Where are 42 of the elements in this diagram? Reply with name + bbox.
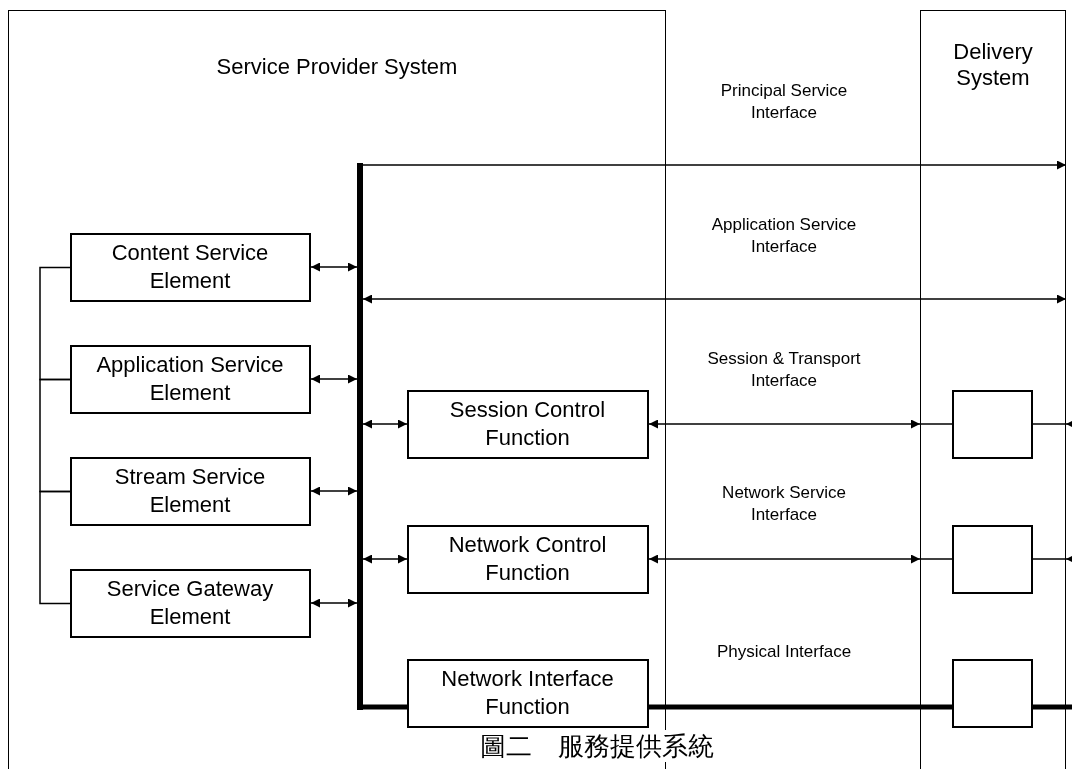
interface-label: Principal Service Interface	[719, 80, 849, 124]
connector-line	[360, 704, 407, 710]
function-box: Service Gateway Element	[69, 568, 311, 638]
function-box: Session Control Function	[406, 389, 649, 459]
empty-box	[951, 389, 1033, 459]
function-box: Network Interface Function	[406, 658, 649, 728]
system-title: Service Provider System	[215, 54, 459, 80]
system-title: Delivery System	[952, 39, 1034, 91]
arrow	[362, 554, 408, 564]
interface-label: Network Service Interface	[721, 482, 847, 526]
bus-bar	[356, 162, 363, 710]
connector-line	[1032, 423, 1067, 425]
connector-line	[919, 558, 953, 560]
arrow	[362, 160, 1067, 170]
function-box: Content Service Element	[69, 232, 311, 302]
arrow	[362, 419, 408, 429]
function-box: Application Service Element	[69, 344, 311, 414]
arrow	[1065, 554, 1072, 564]
arrow	[310, 262, 358, 272]
arrow	[1065, 419, 1072, 429]
connector-line	[919, 423, 953, 425]
empty-box	[951, 658, 1033, 728]
system-frame	[920, 10, 1066, 769]
interface-label: Application Service Interface	[710, 214, 858, 258]
arrow	[310, 374, 358, 384]
arrow	[362, 294, 1067, 304]
connector-line	[649, 704, 952, 710]
interface-label: Physical Interface	[715, 641, 853, 663]
interface-label: Session & Transport Interface	[706, 348, 862, 392]
function-box: Network Control Function	[406, 524, 649, 594]
connector-line	[39, 266, 71, 381]
connector-line	[39, 378, 71, 493]
arrow	[310, 598, 358, 608]
connector-line	[1033, 704, 1072, 710]
connector-line	[1032, 558, 1067, 560]
empty-box	[951, 524, 1033, 594]
arrow	[648, 419, 921, 429]
arrow	[310, 486, 358, 496]
connector-line	[39, 490, 71, 605]
figure-caption: 圖二 服務提供系統	[480, 730, 714, 762]
function-box: Stream Service Element	[69, 456, 311, 526]
arrow	[648, 554, 921, 564]
